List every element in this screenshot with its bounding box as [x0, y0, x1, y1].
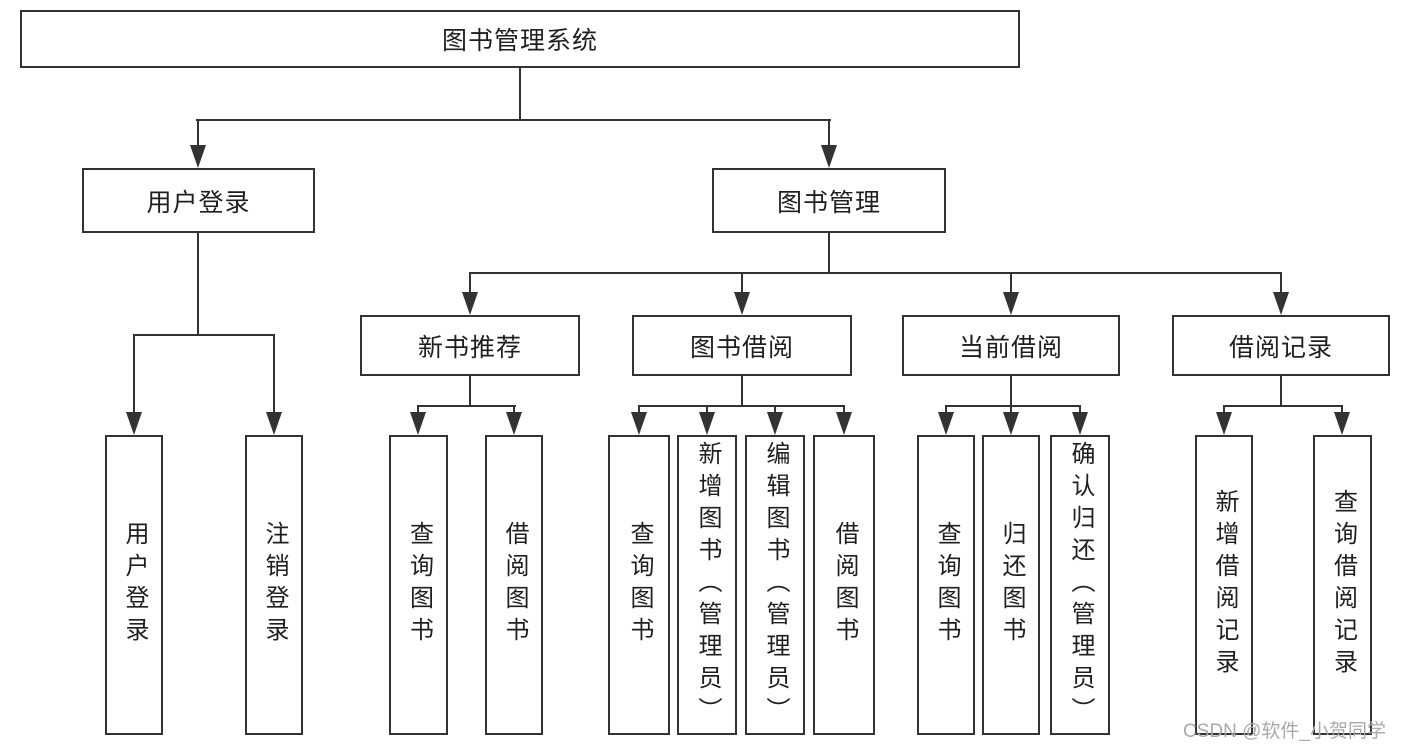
node-label: 当前借阅 — [958, 333, 1063, 362]
arrowhead-down-icon — [1003, 412, 1019, 435]
node-leaf-query-books-3: 查询图书 — [917, 435, 975, 735]
connector-line — [197, 119, 199, 147]
node-label: 新增图书（管理员） — [694, 441, 721, 729]
node-label: 用户登录 — [146, 188, 251, 217]
connector-line — [273, 334, 275, 414]
node-label: 新书推荐 — [417, 333, 522, 362]
node-leaf-borrow-books-1: 借阅图书 — [485, 435, 543, 735]
node-label: 查询图书 — [626, 521, 653, 649]
node-label: 图书管理系统 — [441, 27, 598, 55]
node-label: 查询图书 — [933, 521, 960, 649]
node-leaf-query-books-1: 查询图书 — [389, 435, 448, 735]
node-user-login-branch: 用户登录 — [82, 168, 315, 233]
connector-line — [843, 405, 845, 415]
node-leaf-borrow-books-2: 借阅图书 — [813, 435, 875, 735]
node-label: 确认归还（管理员） — [1067, 441, 1094, 729]
connector-line — [519, 68, 521, 121]
node-label: 查询图书 — [405, 521, 433, 649]
arrowhead-down-icon — [1072, 412, 1088, 435]
connector-line — [469, 376, 471, 407]
connector-line — [1223, 405, 1225, 415]
connector-line — [1010, 376, 1012, 407]
connector-line — [945, 405, 947, 415]
arrowhead-down-icon — [1003, 292, 1019, 315]
node-leaf-add-borrow-record: 新增借阅记录 — [1195, 435, 1253, 735]
arrowhead-down-icon — [462, 292, 478, 315]
node-leaf-user-login: 用户登录 — [105, 435, 163, 735]
connector-line — [1280, 376, 1282, 407]
node-leaf-add-books-admin: 新增图书（管理员） — [677, 435, 737, 735]
connector-line — [1341, 405, 1343, 415]
connector-line — [196, 119, 831, 121]
connector-line — [1223, 405, 1343, 407]
arrowhead-down-icon — [190, 145, 206, 168]
arrowhead-down-icon — [1334, 412, 1350, 435]
arrowhead-down-icon — [734, 292, 750, 315]
node-label: 借阅图书 — [501, 521, 528, 649]
connector-line — [417, 405, 516, 407]
node-label: 注销登录 — [261, 521, 288, 649]
node-leaf-return-books: 归还图书 — [982, 435, 1040, 735]
connector-line — [774, 405, 776, 415]
node-leaf-edit-books-admin: 编辑图书（管理员） — [745, 435, 805, 735]
node-leaf-query-books-2: 查询图书 — [608, 435, 670, 735]
arrowhead-down-icon — [1216, 412, 1232, 435]
connector-line — [513, 405, 515, 415]
arrowhead-down-icon — [938, 412, 954, 435]
node-borrowing-records: 借阅记录 — [1172, 315, 1390, 376]
node-new-book-recommendation: 新书推荐 — [360, 315, 580, 376]
arrowhead-down-icon — [506, 412, 522, 435]
node-book-borrowing: 图书借阅 — [632, 315, 852, 376]
node-label: 借阅记录 — [1228, 333, 1333, 362]
arrowhead-down-icon — [266, 412, 282, 435]
node-label: 图书借阅 — [689, 333, 794, 362]
connector-line — [197, 233, 199, 336]
connector-line — [1280, 272, 1282, 293]
node-label: 用户登录 — [121, 521, 148, 649]
node-label: 归还图书 — [998, 521, 1025, 649]
connector-line — [741, 376, 743, 407]
arrowhead-down-icon — [836, 412, 852, 435]
node-current-borrowing: 当前借阅 — [902, 315, 1120, 376]
arrowhead-down-icon — [699, 412, 715, 435]
connector-line — [638, 405, 640, 415]
arrowhead-down-icon — [1273, 292, 1289, 315]
node-label: 新增借阅记录 — [1211, 489, 1238, 681]
node-label: 编辑图书（管理员） — [762, 441, 789, 729]
node-leaf-confirm-return-admin: 确认归还（管理员） — [1050, 435, 1110, 735]
connector-line — [638, 405, 845, 407]
connector-line — [1010, 272, 1012, 293]
connector-line — [828, 119, 830, 147]
connector-line — [1010, 405, 1012, 415]
csdn-watermark: CSDN @软件_小贺同学 — [1183, 721, 1386, 742]
connector-line — [469, 272, 1282, 274]
connector-line — [828, 233, 830, 274]
arrowhead-down-icon — [126, 412, 142, 435]
connector-line — [1079, 405, 1081, 415]
arrowhead-down-icon — [410, 412, 426, 435]
connector-line — [945, 405, 1081, 407]
node-book-management-branch: 图书管理 — [712, 168, 946, 233]
node-leaf-logout: 注销登录 — [245, 435, 303, 735]
node-leaf-query-borrow-record: 查询借阅记录 — [1313, 435, 1372, 735]
connector-line — [469, 272, 471, 293]
connector-line — [133, 334, 275, 336]
node-label: 查询借阅记录 — [1329, 489, 1357, 681]
arrowhead-down-icon — [821, 145, 837, 168]
node-label: 借阅图书 — [831, 521, 858, 649]
node-label: 图书管理 — [776, 188, 881, 217]
connector-line — [741, 272, 743, 293]
connector-line — [417, 405, 419, 415]
connector-line — [133, 334, 135, 414]
arrowhead-down-icon — [631, 412, 647, 435]
node-library-management-system: 图书管理系统 — [20, 10, 1020, 68]
arrowhead-down-icon — [767, 412, 783, 435]
connector-line — [706, 405, 708, 415]
